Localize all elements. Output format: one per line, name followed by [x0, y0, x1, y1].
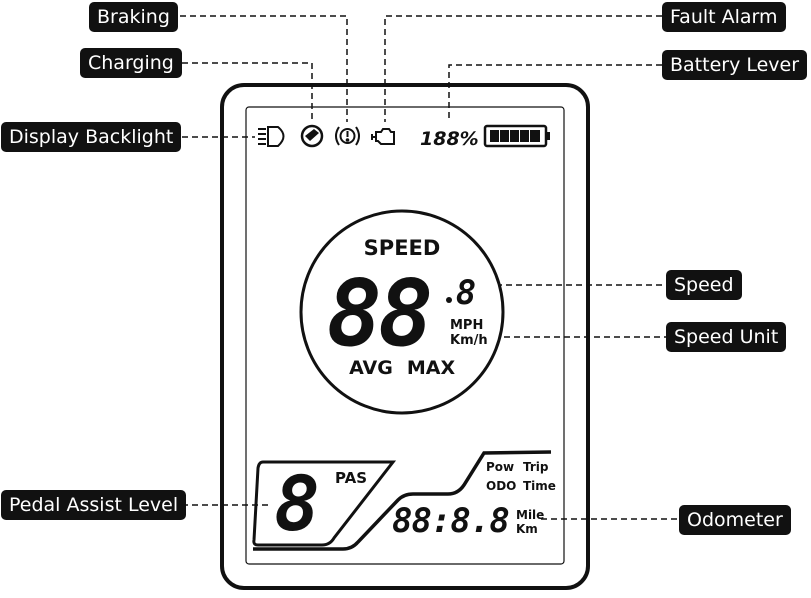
km-label: Km — [516, 522, 538, 536]
leader-battery — [448, 64, 662, 122]
callout-speed: Speed — [666, 270, 742, 300]
leader-braking — [180, 15, 348, 122]
speed-ring — [299, 209, 505, 415]
unit-mph: MPH — [450, 318, 483, 333]
pas-digit: 8 — [274, 459, 320, 548]
odometer-digits: 88:8.8 — [392, 501, 509, 541]
callout-odometer: Odometer — [679, 505, 791, 535]
speed-digits: 88 — [327, 260, 430, 367]
speed-decimal-point — [446, 297, 452, 303]
callout-fault-alarm: Fault Alarm — [662, 2, 786, 32]
max-label: MAX — [407, 357, 456, 379]
callout-display-backlight: Display Backlight — [1, 122, 182, 152]
mile-label: Mile — [516, 508, 544, 522]
leader-fault — [384, 15, 662, 122]
callout-battery-lever: Battery Lever — [662, 50, 808, 80]
callout-braking: Braking — [89, 2, 178, 32]
pas-panel-outline — [252, 460, 397, 547]
brake-warning-icon — [335, 126, 360, 146]
pas-label: PAS — [335, 469, 367, 487]
unit-kmh: Km/h — [450, 333, 488, 348]
odo-label: ODO — [486, 479, 516, 493]
speed-title: SPEED — [364, 236, 441, 260]
trip-label: Trip — [523, 460, 549, 474]
callout-speed-unit: Speed Unit — [666, 322, 787, 352]
leader-charging — [182, 62, 313, 122]
callout-charging: Charging — [80, 48, 182, 78]
backlight-icon — [258, 126, 285, 147]
charging-icon — [300, 124, 324, 148]
avg-label: AVG — [349, 357, 393, 379]
pow-label: Pow — [486, 460, 514, 474]
speed-decimal-digit: 8 — [456, 273, 476, 313]
info-panel-outline — [253, 450, 552, 551]
battery-percent: 188% — [420, 128, 479, 150]
leader-lines — [180, 15, 679, 520]
engine-fault-icon — [371, 128, 395, 145]
time-label: Time — [523, 479, 556, 493]
battery-icon — [483, 124, 550, 148]
callout-pedal-assist-level: Pedal Assist Level — [1, 490, 187, 520]
